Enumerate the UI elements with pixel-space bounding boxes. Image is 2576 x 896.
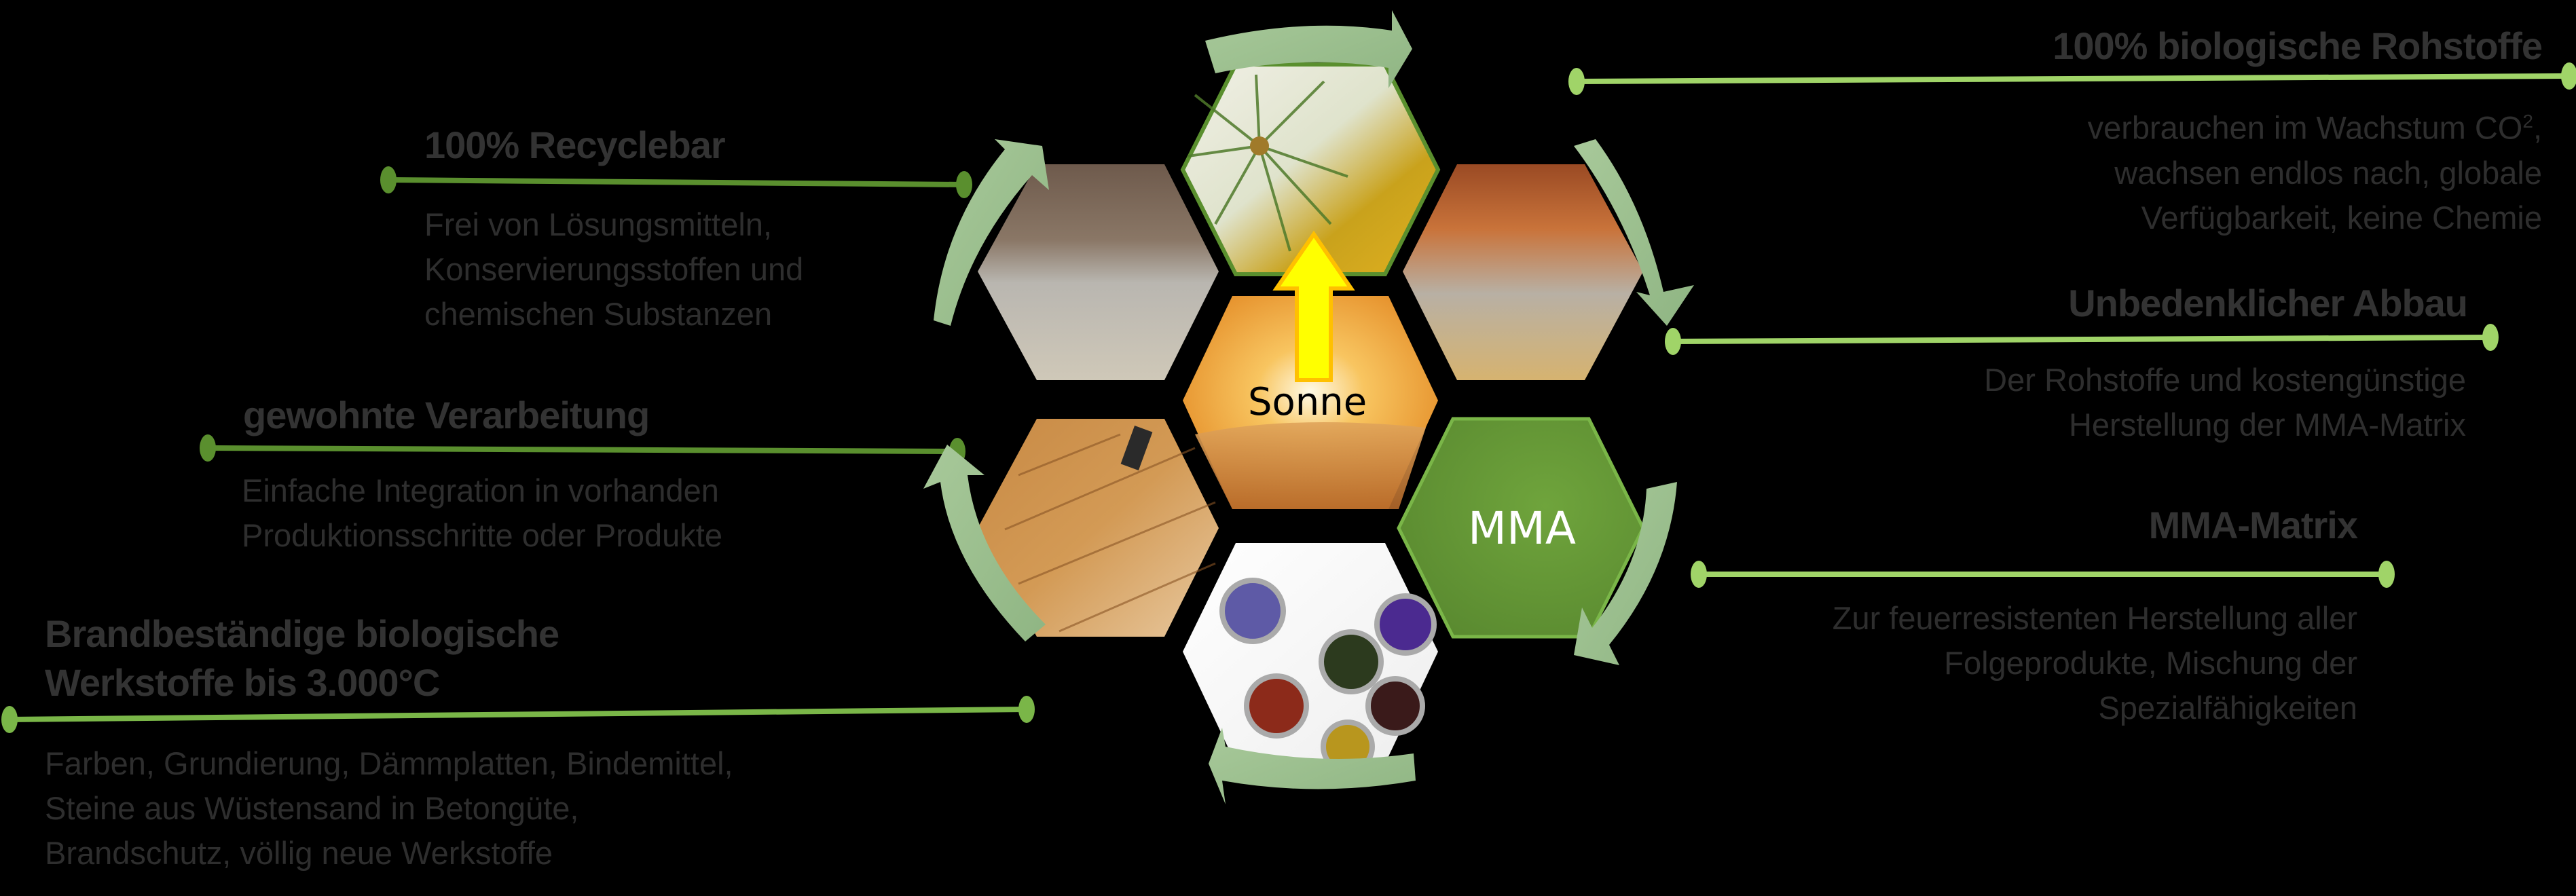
raw-materials-description: verbrauchen im Wachstum CO2, wachsen end… bbox=[2087, 109, 2542, 236]
hex-pine-oil bbox=[1180, 62, 1441, 276]
degradation-title: Unbedenklicher Abbau bbox=[2068, 282, 2468, 324]
fireproof-title: Brandbeständige biologische Werkstoffe b… bbox=[45, 612, 559, 704]
sun-label: Sonne bbox=[1248, 380, 1367, 424]
raw-materials-title: 100% biologische Rohstoffe bbox=[2053, 24, 2543, 67]
sun-up-arrow bbox=[1272, 230, 1355, 382]
cycle-arrow-lower-left bbox=[923, 445, 1046, 641]
connector-matrix bbox=[1691, 561, 2395, 588]
processing-description: Einfache Integration in vorhanden Produk… bbox=[242, 472, 722, 553]
cycle-arrow-right bbox=[1574, 482, 1677, 665]
connector-fireproof bbox=[1, 696, 1035, 733]
cycle-arrow-bottom bbox=[1209, 728, 1416, 804]
mma-label: MMA bbox=[1468, 502, 1577, 555]
connector-processing bbox=[200, 434, 965, 465]
recyclable-title: 100% Recyclebar bbox=[424, 124, 726, 166]
matrix-title: MMA-Matrix bbox=[2148, 504, 2358, 546]
hex-powders-colored bbox=[1403, 164, 1643, 380]
cycle-arrow-top bbox=[1205, 10, 1412, 88]
hex-sun bbox=[1183, 296, 1438, 509]
hex-powders-grey bbox=[978, 164, 1219, 380]
recyclable-description: Frei von Lösungsmitteln, Konservierungss… bbox=[424, 206, 804, 332]
cycle-arrow-upper-left bbox=[934, 139, 1049, 326]
hex-wood bbox=[978, 419, 1219, 637]
connector-recyclable bbox=[380, 166, 972, 198]
connector-degradation bbox=[1665, 324, 2499, 355]
degradation-description: Der Rohstoffe und kostengünstige Herstel… bbox=[1984, 362, 2466, 443]
matrix-description: Zur feuerresistenten Herstellung aller F… bbox=[1832, 600, 2357, 726]
connector-raw-materials bbox=[1568, 62, 2576, 95]
fireproof-description: Farben, Grundierung, Dämmplatten, Bindem… bbox=[45, 745, 733, 871]
processing-title: gewohnte Verarbeitung bbox=[243, 394, 650, 436]
cycle-arrow-upper-right bbox=[1574, 139, 1694, 326]
